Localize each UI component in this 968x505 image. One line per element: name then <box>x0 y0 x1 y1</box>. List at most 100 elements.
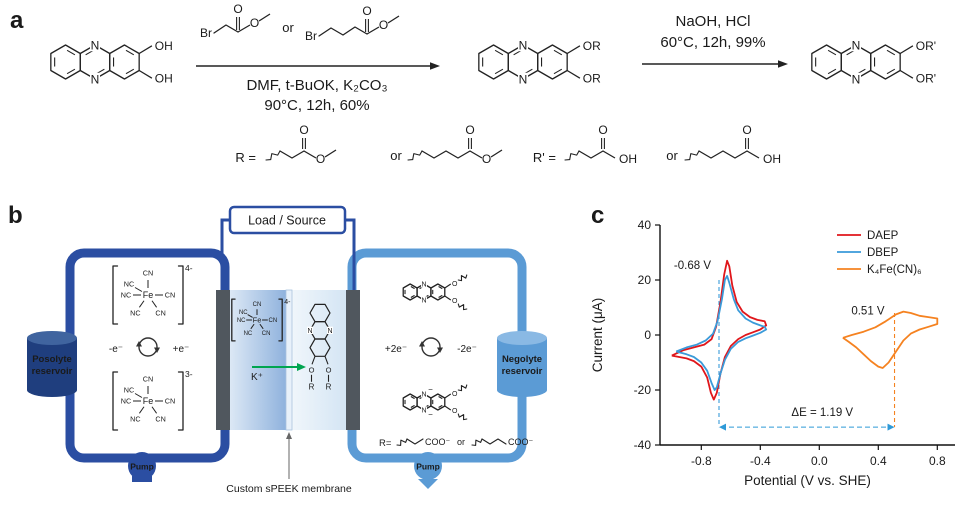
cv-curve-K₄Fe(CN)₆ <box>842 310 939 369</box>
svg-text:0.4: 0.4 <box>870 454 887 468</box>
minus-e-label: -e⁻ <box>109 344 123 355</box>
negolyte-label-line1: Negolyte <box>502 354 542 365</box>
svg-text:NC: NC <box>124 279 134 288</box>
svg-text:Current (μA): Current (μA) <box>590 298 605 373</box>
svg-text:NC: NC <box>239 310 248 316</box>
svg-text:DBEP: DBEP <box>867 247 899 259</box>
svg-text:OH: OH <box>155 71 173 85</box>
svg-text:N: N <box>421 392 426 399</box>
svg-text:OH: OH <box>619 152 637 166</box>
svg-text:DAEP: DAEP <box>867 230 899 242</box>
svg-text:CN: CN <box>143 268 153 277</box>
panel-b-diagram: b Load / Source Posolyte reservoir Negol… <box>8 202 547 495</box>
svg-text:NC: NC <box>121 396 131 405</box>
svg-text:N: N <box>91 38 100 52</box>
svg-text:CN: CN <box>155 308 165 317</box>
chart-guide-lines <box>718 280 896 431</box>
svg-text:O: O <box>452 281 458 288</box>
pump-right: Pump <box>414 452 442 489</box>
reaction-arrow-1 <box>196 62 440 70</box>
svg-text:NC: NC <box>121 290 131 299</box>
membrane-caption: Custom sPEEK membrane <box>226 483 352 495</box>
phenazine-diol-structure: N N OH OH <box>50 38 173 86</box>
r-group-label: R= <box>379 438 392 449</box>
svg-text:O: O <box>452 391 458 398</box>
svg-text:Br: Br <box>200 26 212 40</box>
svg-text:NC: NC <box>237 318 246 324</box>
membrane <box>285 289 293 431</box>
chart-legend: DAEP DBEP K₄Fe(CN)₆ <box>837 230 922 276</box>
svg-text:0.0: 0.0 <box>811 454 828 468</box>
svg-text:O: O <box>233 2 242 16</box>
r-definition-label: R = <box>235 150 256 165</box>
svg-text:0.51 V: 0.51 V <box>851 305 885 317</box>
rprime-group-acetic-acid: O OH <box>564 123 637 166</box>
svg-text:R: R <box>326 382 332 391</box>
svg-text:OR: OR <box>583 39 601 53</box>
svg-text:NC: NC <box>130 414 140 423</box>
svg-text:N: N <box>421 298 426 305</box>
pump-right-label: Pump <box>416 462 440 472</box>
svg-text:O: O <box>326 365 332 374</box>
svg-text:Fe: Fe <box>143 290 154 300</box>
svg-text:N: N <box>307 328 312 335</box>
panel-b-label: b <box>8 202 23 229</box>
svg-text:O: O <box>362 4 371 18</box>
r-group-or: or <box>457 437 465 447</box>
svg-text:O: O <box>309 365 315 374</box>
svg-text:40: 40 <box>638 218 652 232</box>
svg-text:-40: -40 <box>634 438 652 452</box>
svg-text:O: O <box>465 123 474 137</box>
coo-label-1: COO⁻ <box>425 437 451 447</box>
rprime-group-butyric-acid: OOH <box>684 123 781 166</box>
svg-text:O: O <box>598 123 607 137</box>
panel-a-label: a <box>10 7 24 34</box>
svg-text:OR': OR' <box>916 71 936 85</box>
svg-text:-0.8: -0.8 <box>691 454 712 468</box>
svg-text:K₄Fe(CN)₆: K₄Fe(CN)₆ <box>867 264 922 276</box>
svg-text:R: R <box>309 382 315 391</box>
posolyte-label-line1: Posolyte <box>32 354 72 365</box>
reagent-or-label: or <box>282 20 294 35</box>
svg-text:Fe: Fe <box>253 316 262 325</box>
svg-text:N: N <box>519 72 528 86</box>
svg-text:O: O <box>452 298 458 305</box>
svg-text:N: N <box>91 72 100 86</box>
svg-text:-0.68 V: -0.68 V <box>674 260 711 272</box>
svg-text:Br: Br <box>305 29 317 43</box>
svg-text:-20: -20 <box>634 383 652 397</box>
svg-text:4-: 4- <box>284 299 291 306</box>
svg-text:Fe: Fe <box>143 396 154 406</box>
plus-2e-label: +2e⁻ <box>385 344 407 355</box>
svg-text:CN: CN <box>155 414 165 423</box>
svg-text:OR: OR <box>583 71 601 85</box>
svg-text:NC: NC <box>124 385 134 394</box>
svg-text:O: O <box>452 408 458 415</box>
svg-text:O: O <box>316 152 325 166</box>
svg-text:NC: NC <box>130 308 140 317</box>
load-source-box <box>228 205 347 235</box>
svg-text:OH: OH <box>763 152 781 166</box>
r-group-sketch-2 <box>471 438 507 446</box>
k-ion-arrow <box>297 363 306 371</box>
k-ion-label: K⁺ <box>251 372 263 383</box>
svg-text:N: N <box>421 408 426 415</box>
electron-cycle-left-icon <box>136 337 160 357</box>
svg-text:0.8: 0.8 <box>929 454 946 468</box>
svg-text:N: N <box>327 328 332 335</box>
r-definition-or: or <box>390 148 402 163</box>
svg-text:3-: 3- <box>185 369 193 379</box>
minus-2e-label: -2e⁻ <box>457 344 477 355</box>
negolyte-reservoir: Negolyte reservoir <box>497 331 547 397</box>
svg-text:N: N <box>852 72 861 86</box>
r-group-acetate-ester: OO <box>265 123 337 166</box>
electrochemical-cell <box>216 289 360 431</box>
svg-text:OH: OH <box>155 39 173 53</box>
svg-text:ΔE = 1.19 V: ΔE = 1.19 V <box>791 407 853 419</box>
